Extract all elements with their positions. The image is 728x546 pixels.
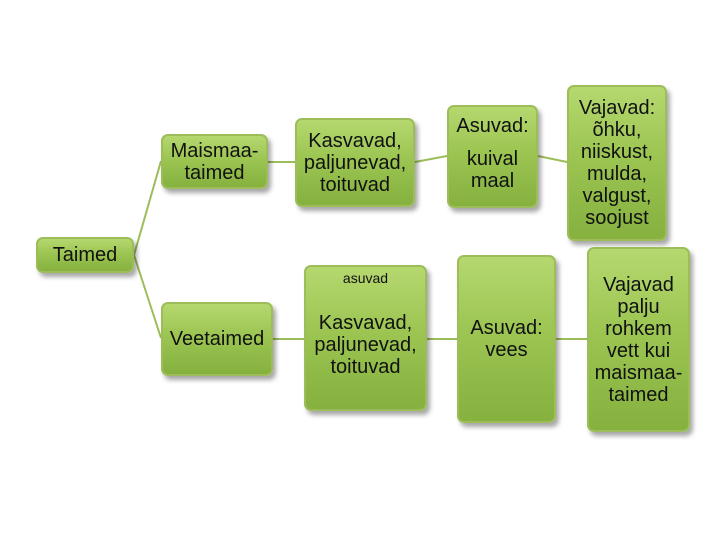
connector-land-habitat-to-needs — [537, 155, 568, 163]
connector-root-to-land — [133, 160, 162, 256]
land-habitat-text: kuival maal — [466, 148, 519, 192]
branch-node-land-plants: Maismaa- taimed — [161, 134, 268, 189]
land-activities-text: Kasvavad, paljunevad, toituvad — [303, 129, 407, 196]
branch-node-water-plants: Veetaimed — [161, 302, 273, 376]
connector-root-to-water — [133, 254, 162, 339]
branch-label-land-plants: Maismaa- taimed — [170, 139, 259, 184]
root-node-taimed: Taimed — [36, 237, 134, 273]
water-needs-text: Vajavad palju rohkem vett kui maismaa- t… — [594, 273, 683, 406]
land-habitat-title: Asuvad: — [456, 115, 529, 137]
branch-label-water-plants: Veetaimed — [169, 328, 265, 350]
water-activities-node: asuvad Kasvavad, paljunevad, toituvad — [304, 265, 427, 411]
water-needs-node: Vajavad palju rohkem vett kui maismaa- t… — [587, 247, 690, 432]
land-activities-node: Kasvavad, paljunevad, toituvad — [295, 118, 415, 207]
water-activities-note: asuvad — [342, 270, 389, 286]
water-habitat-node: Asuvad: vees — [457, 255, 556, 423]
connector-land-activities-to-habitat — [414, 155, 448, 163]
land-needs-text: Vajavad: õhku, niiskust, mulda, valgust,… — [578, 97, 656, 229]
root-label: Taimed — [52, 244, 118, 266]
water-habitat-text: Asuvad: vees — [470, 317, 543, 361]
land-needs-node: Vajavad: õhku, niiskust, mulda, valgust,… — [567, 85, 667, 241]
water-activities-text: Kasvavad, paljunevad, toituvad — [314, 312, 417, 378]
land-habitat-node: Asuvad: kuival maal — [447, 105, 538, 208]
